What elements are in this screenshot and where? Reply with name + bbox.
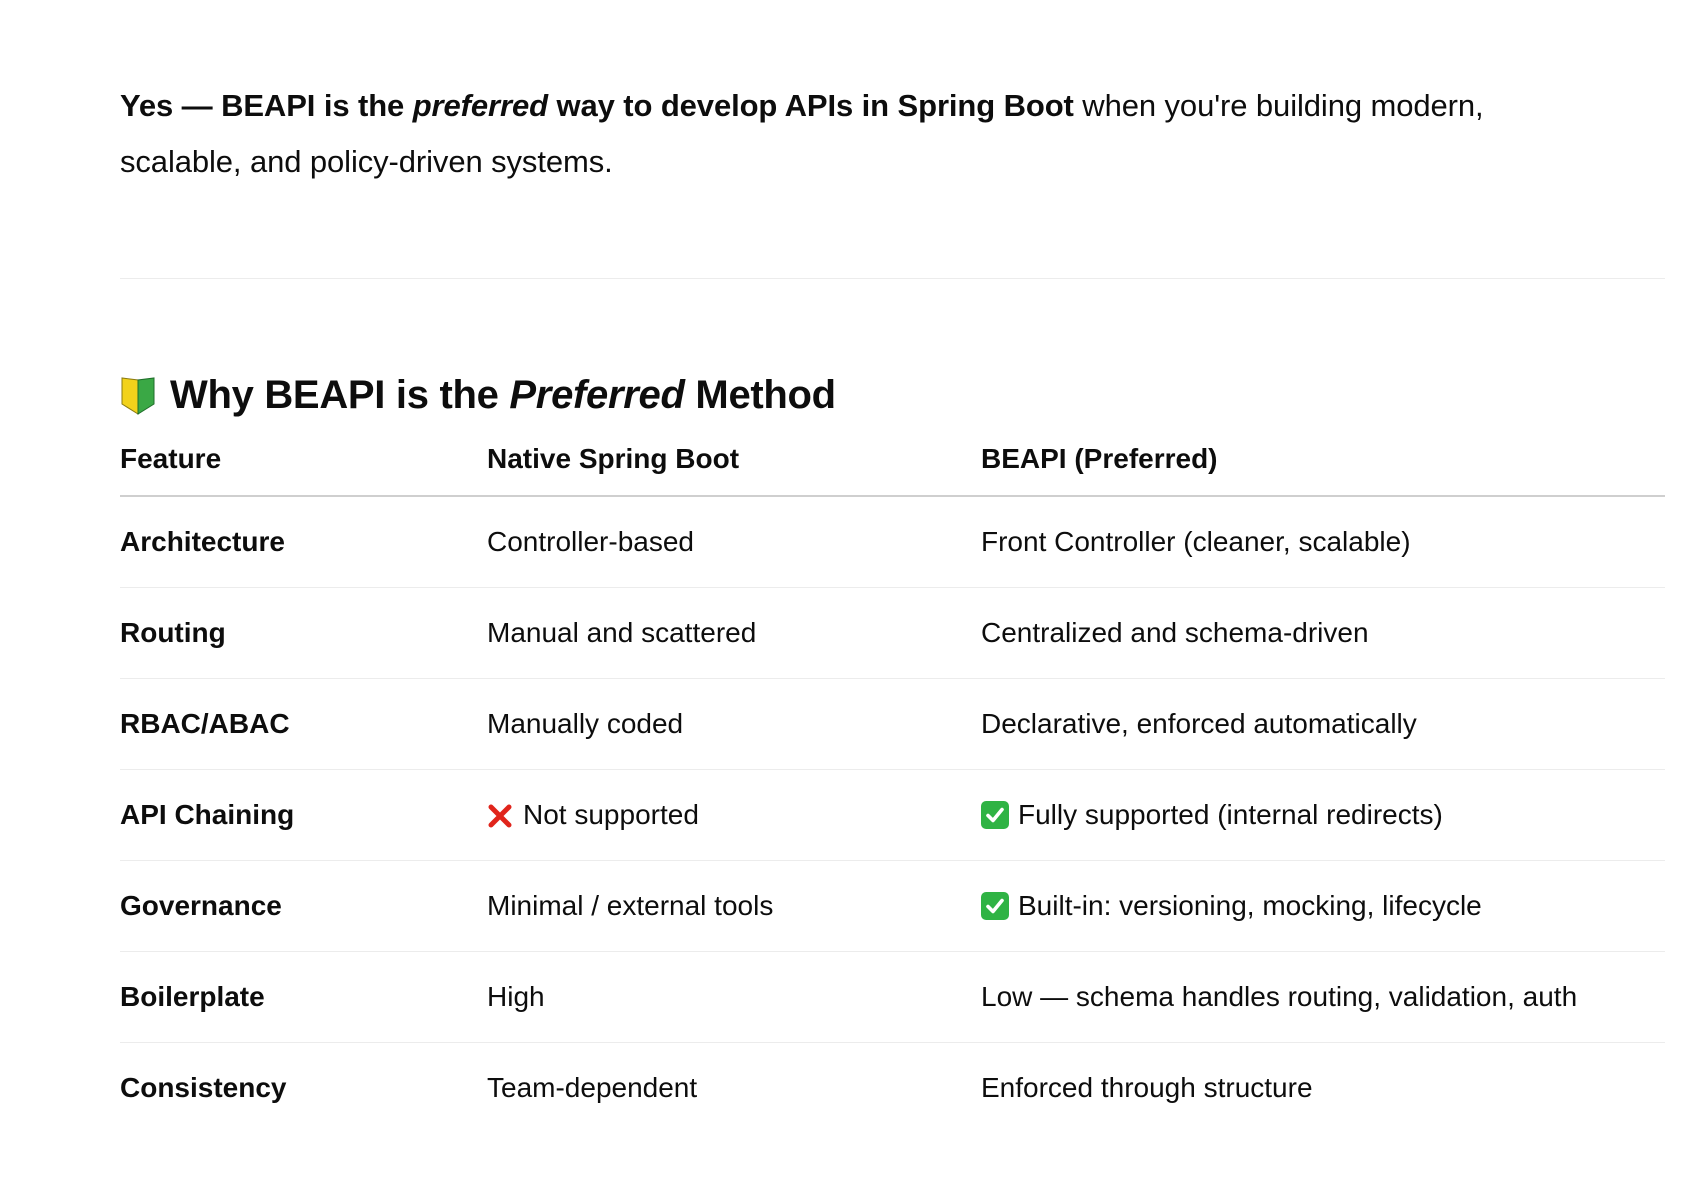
table-row: Routing Manual and scattered Centralized…: [120, 587, 1665, 679]
heading-italic: Preferred: [509, 373, 685, 417]
beapi-cell: Low — schema handles routing, validation…: [981, 951, 1665, 1043]
beapi-text: Built-in: versioning, mocking, lifecycle: [1018, 890, 1482, 921]
heading-part-1: Why BEAPI is the: [170, 373, 499, 417]
check-mark-icon: [981, 801, 1009, 829]
intro-bold-part-1: Yes — BEAPI is the: [120, 88, 413, 123]
table-row: API Chaining Not supported: [120, 769, 1665, 861]
beapi-cell: Centralized and schema-driven: [981, 587, 1665, 679]
native-cell: Manual and scattered: [487, 587, 981, 679]
beapi-cell: Built-in: versioning, mocking, lifecycle: [981, 860, 1665, 952]
native-cell: Not supported: [487, 769, 981, 861]
section-heading: Why BEAPI is the Preferred Method: [120, 367, 1665, 423]
header-feature: Feature: [120, 441, 487, 497]
beapi-cell: Enforced through structure: [981, 1072, 1313, 1103]
table-row: Consistency Team-dependent Enforced thro…: [120, 1043, 1665, 1134]
header-beapi: BEAPI (Preferred): [981, 441, 1665, 497]
feature-cell: Governance: [120, 860, 487, 952]
table-row: Architecture Controller-based Front Cont…: [120, 496, 1665, 588]
table-row: Governance Minimal / external tools Buil…: [120, 860, 1665, 952]
native-cell: Team-dependent: [487, 1072, 698, 1103]
intro-paragraph: Yes — BEAPI is the preferred way to deve…: [120, 78, 1570, 190]
native-cell: High: [487, 951, 981, 1043]
native-cell: Manually coded: [487, 678, 981, 770]
heading-part-2: Method: [695, 373, 836, 417]
native-cell: Minimal / external tools: [487, 860, 981, 952]
feature-cell: RBAC/ABAC: [120, 678, 487, 770]
feature-cell: Routing: [120, 587, 487, 679]
beapi-cell: Fully supported (internal redirects): [981, 769, 1665, 861]
beapi-text: Fully supported (internal redirects): [1018, 799, 1443, 830]
section-divider: [120, 278, 1665, 279]
native-cell: Controller-based: [487, 496, 981, 588]
feature-cell: Boilerplate: [120, 951, 487, 1043]
beapi-cell: Front Controller (cleaner, scalable): [981, 496, 1665, 588]
intro-rest: when you're building modern, scalable, a…: [120, 88, 1484, 179]
intro-bold-italic: preferred: [412, 88, 548, 123]
table-row: Boilerplate High Low — schema handles ro…: [120, 951, 1665, 1043]
beapi-cell: Declarative, enforced automatically: [981, 678, 1665, 770]
feature-cell: Consistency: [120, 1072, 287, 1103]
intro-bold: Yes — BEAPI is the preferred way to deve…: [120, 88, 1074, 123]
cross-mark-icon: [487, 802, 513, 828]
feature-cell: API Chaining: [120, 769, 487, 861]
beginner-shield-icon: [120, 374, 156, 416]
message-content: Yes — BEAPI is the preferred way to deve…: [120, 78, 1665, 1133]
comparison-table: Feature Native Spring Boot BEAPI (Prefer…: [120, 441, 1665, 1133]
header-native: Native Spring Boot: [487, 441, 981, 497]
table-header-row: Feature Native Spring Boot BEAPI (Prefer…: [120, 441, 1665, 497]
native-text: Not supported: [523, 799, 699, 830]
table-row: RBAC/ABAC Manually coded Declarative, en…: [120, 678, 1665, 770]
feature-cell: Architecture: [120, 496, 487, 588]
check-mark-icon: [981, 892, 1009, 920]
intro-bold-part-2: way to develop APIs in Spring Boot: [547, 88, 1074, 123]
